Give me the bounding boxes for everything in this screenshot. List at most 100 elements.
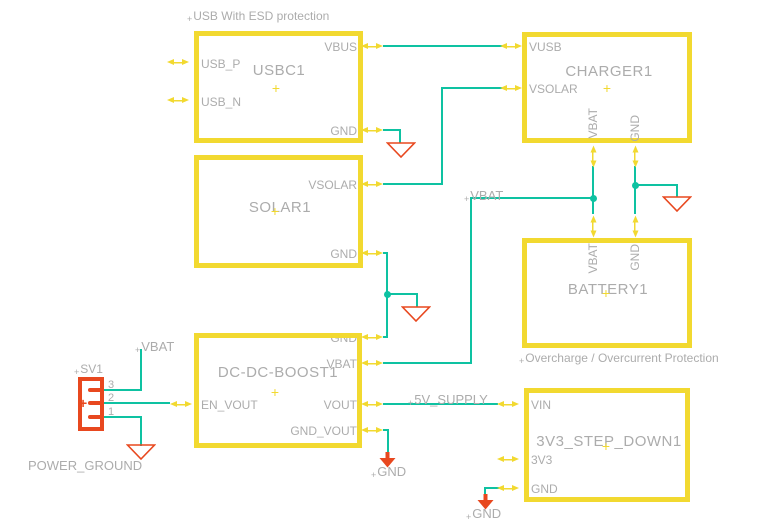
net-label-text: GND	[377, 464, 407, 479]
junction-gnd	[632, 182, 639, 189]
label-origin-cross: +	[464, 194, 470, 204]
wire-gnd-vout-h[interactable]	[383, 429, 389, 431]
wire-vbat-h1[interactable]	[470, 197, 596, 199]
origin-cross-solar1: +	[270, 203, 280, 219]
sv1-pin2-stub	[88, 401, 102, 405]
wire-usbc-gnd[interactable]	[383, 129, 401, 131]
wire-boost-gnd-stub[interactable]	[383, 336, 388, 338]
wire-vsolar-h1[interactable]	[383, 183, 443, 185]
junction-solar-gnd	[384, 291, 391, 298]
wire-vbus[interactable]	[383, 45, 503, 47]
component-battery1[interactable]	[522, 238, 692, 348]
pin-label-usbc1-gnd: GND	[330, 124, 357, 138]
component-usbc1[interactable]	[194, 31, 363, 143]
gnd-supply-symbol-stepdown[interactable]	[477, 494, 494, 510]
pin-label-usbc1-usb-p: USB_P	[201, 57, 241, 71]
sv1-pin-number-1: 1	[108, 406, 115, 418]
junction-vbat	[590, 195, 597, 202]
origin-cross-battery1: +	[601, 285, 611, 301]
component-title-usbc1: USBC1	[252, 62, 306, 79]
label-origin-cross: +	[519, 356, 525, 366]
annotation-power-ground: POWER_GROUND	[28, 458, 142, 473]
wire-vbat-h2[interactable]	[383, 362, 472, 364]
component-boost1[interactable]	[194, 333, 362, 448]
pin-label-boost1-en-vout: EN_VOUT	[201, 398, 258, 412]
ground-symbol-usbc[interactable]	[386, 142, 416, 158]
wire-sv1-pin2[interactable]	[103, 402, 170, 404]
wire-5v-supply[interactable]	[383, 403, 498, 405]
pin-label-battery1-vbat: VBAT	[586, 243, 600, 274]
pin-arrow-boost1-gnd	[361, 333, 383, 342]
sv1-pin-number-3: 3	[108, 379, 115, 391]
wire-charger-gnd-drop[interactable]	[676, 184, 678, 197]
wire-vsolar-h2[interactable]	[441, 87, 503, 89]
component-title-battery1: BATTERY1	[567, 281, 649, 298]
wire-charger-battery-vbat[interactable]	[592, 166, 594, 214]
net-label-5v-supply[interactable]: +5V_SUPPLY	[408, 392, 488, 408]
ground-symbol-sv1[interactable]	[126, 444, 156, 460]
annotation-text: USB With ESD protection	[193, 9, 330, 23]
label-origin-cross: +	[408, 398, 414, 408]
pin-label-stepdown1-3v3: 3V3	[531, 453, 553, 467]
pin-label-solar1-vsolar: VSOLAR	[308, 178, 357, 192]
wire-solar-gnd-drop[interactable]	[416, 293, 418, 307]
origin-cross-boost1: +	[270, 384, 280, 400]
label-origin-cross: +	[135, 345, 141, 355]
component-solar1[interactable]	[194, 155, 363, 268]
net-label-gnd-boost[interactable]: +GND	[371, 464, 407, 480]
pin-label-usbc1-vbus: VBUS	[324, 40, 357, 54]
pin-arrow-usbc1-vbus	[361, 42, 383, 51]
pin-arrow-charger1-vsolar	[500, 84, 522, 93]
wire-usbc-gnd-drop[interactable]	[399, 129, 401, 143]
annotation-overcharge: +Overcharge / Overcurrent Protection	[519, 351, 719, 366]
pin-label-stepdown1-gnd: GND	[531, 482, 558, 496]
net-label-text: VBAT	[470, 188, 504, 203]
pin-label-boost1-gnd-vout: GND_VOUT	[290, 424, 357, 438]
label-origin-cross: +	[371, 470, 377, 480]
wire-sv1-pin1-h[interactable]	[103, 416, 141, 418]
wire-vsolar-v[interactable]	[441, 87, 443, 185]
net-label-vbat-main[interactable]: +VBAT	[464, 188, 504, 204]
component-charger1[interactable]	[522, 32, 692, 143]
wire-gnd-vout-v[interactable]	[387, 429, 389, 453]
gnd-supply-symbol-boost[interactable]	[379, 452, 396, 468]
net-label-text: GND	[472, 506, 502, 521]
component-stepdown1[interactable]	[524, 388, 690, 502]
net-label-text: 5V_SUPPLY	[414, 392, 488, 407]
pin-arrow-boost1-en-vout	[170, 400, 192, 409]
ground-symbol-solar[interactable]	[401, 306, 431, 322]
pin-arrow-battery1-gnd	[630, 215, 640, 238]
origin-cross-stepdown1: +	[601, 438, 611, 454]
pin-arrow-stepdown1-3v3	[497, 455, 519, 464]
annotation-usb-esd: +USB With ESD protection	[187, 9, 330, 24]
component-title-stepdown1: 3V3_STEP_DOWN1	[536, 433, 682, 450]
pin-label-boost1-vbat: VBAT	[326, 357, 357, 371]
wire-charger-gnd-branch[interactable]	[634, 184, 678, 186]
wire-3v3-gnd-v[interactable]	[484, 487, 486, 496]
wire-sv1-pin3-h[interactable]	[103, 389, 141, 391]
wire-solar-gnd-h2[interactable]	[386, 293, 418, 295]
pin-arrow-stepdown1-vin	[497, 400, 519, 409]
annotation-text: POWER_GROUND	[28, 458, 143, 473]
connector-sv1[interactable]	[78, 377, 104, 431]
origin-cross-usbc1: +	[271, 80, 281, 96]
ground-symbol-charger[interactable]	[662, 196, 692, 212]
wire-solar-gnd-h1[interactable]	[383, 252, 388, 254]
wire-sv1-pin1-v[interactable]	[140, 416, 142, 446]
pin-arrow-solar1-gnd	[361, 249, 383, 258]
label-origin-cross: +	[74, 367, 80, 377]
pin-label-charger1-gnd: GND	[628, 115, 642, 142]
wire-charger-battery-gnd[interactable]	[634, 166, 636, 214]
component-title-charger1: CHARGER1	[565, 63, 653, 80]
pin-arrow-usbc1-gnd	[361, 126, 383, 135]
wire-vbat-v1[interactable]	[470, 197, 472, 364]
net-label-gnd-stepdown[interactable]: +GND	[466, 506, 502, 522]
pin-label-charger1-vbat: VBAT	[586, 108, 600, 139]
net-label-text: VBAT	[141, 339, 175, 354]
wire-3v3-gnd-h[interactable]	[485, 487, 500, 489]
pin-arrow-usbc1-usb-n	[167, 96, 189, 105]
sv1-designator-label[interactable]: +SV1	[74, 362, 103, 377]
wire-sv1-pin3-v[interactable]	[140, 349, 142, 391]
net-label-vbat-sv1[interactable]: +VBAT	[135, 339, 175, 355]
component-title-boost1: DC-DC-BOOST1	[217, 364, 339, 381]
